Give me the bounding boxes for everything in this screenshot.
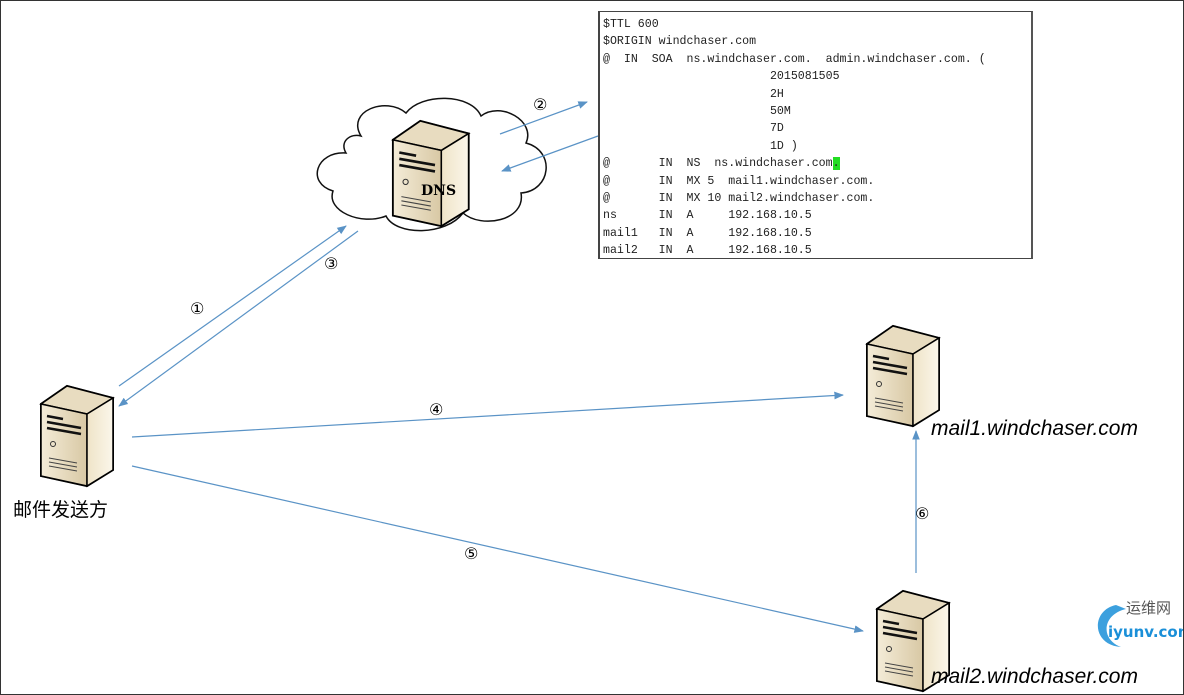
watermark-en: iyunv.com	[1108, 623, 1183, 641]
arrow-step-5	[131, 465, 864, 633]
zone-file-line: $TTL 600	[603, 18, 659, 31]
step-label-4: ④	[429, 400, 444, 419]
watermark-swirl-icon	[1097, 605, 1126, 647]
zone-file-line: $ORIGIN windchaser.com	[603, 35, 757, 49]
zone-file-line: mail2 IN A 192.168.10.5	[603, 244, 812, 258]
server-icon	[39, 384, 115, 488]
arrow-step-1	[118, 225, 347, 387]
step-label-6: ⑥	[915, 504, 930, 523]
step-label-1: ①	[190, 299, 205, 318]
dns-label: DNS	[421, 183, 456, 199]
dns-server-icon	[391, 119, 470, 228]
arrow-step-4	[131, 391, 844, 438]
zone-file-panel: $TTL 600 $ORIGIN windchaser.com @ IN SOA n…	[598, 11, 1033, 259]
step-label-2: ②	[533, 95, 548, 114]
zone-file-line: 50M	[603, 105, 791, 119]
cursor-highlight: .	[832, 157, 840, 171]
watermark-logo: 运维网 iyunv.com	[1086, 593, 1183, 653]
zone-file-line: 2H	[603, 87, 784, 101]
zone-file-line: @ IN NS ns.windchaser.com.	[603, 157, 840, 171]
zone-file-line: @ IN SOA ns.windchaser.com. admin.windch…	[603, 52, 986, 66]
zone-file-line: mail1 IN A 192.168.10.5	[603, 226, 812, 240]
mail2-label: mail2.windchaser.com	[931, 665, 1138, 688]
zone-file-line: 1D )	[603, 139, 798, 153]
sender-label: 邮件发送方	[13, 499, 109, 521]
zone-file-line: 2015081505	[603, 70, 840, 84]
arrow-step-2-return	[501, 135, 599, 172]
step-label-3: ③	[324, 254, 339, 273]
arrow-step-3	[118, 230, 359, 407]
mail1-server-icon	[865, 324, 941, 428]
step-label-5: ⑤	[464, 544, 479, 563]
zone-file-line: ns IN A 192.168.10.5	[603, 209, 812, 223]
zone-file-line: 7D	[603, 122, 784, 136]
zone-file-text: $TTL 600 $ORIGIN windchaser.com @ IN SOA n…	[603, 16, 1031, 258]
arrow-step-2	[499, 101, 588, 135]
zone-file-line: @ IN MX 10 mail2.windchaser.com.	[603, 192, 875, 206]
mail1-label: mail1.windchaser.com	[931, 417, 1138, 440]
zone-file-line: @ IN MX 5 mail1.windchaser.com.	[603, 174, 875, 188]
watermark-cn: 运维网	[1126, 599, 1172, 617]
